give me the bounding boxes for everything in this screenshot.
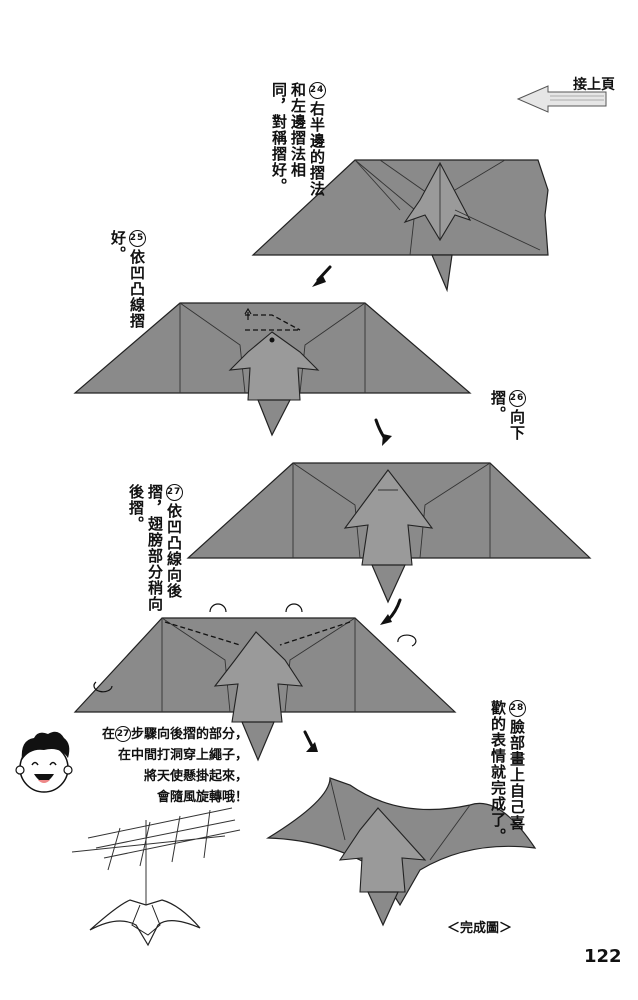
step-24-label: 右半邊的摺法和左邊摺法相同，對稱摺好。: [270, 82, 326, 197]
step-27-label: 依凹凸線向後摺，翅膀部分稍向後摺。: [127, 484, 183, 612]
step-25-diagram: [73, 302, 472, 437]
step-26-diagram: [186, 462, 592, 604]
step-26-number: 26: [508, 390, 526, 407]
finished-model-diagram: [265, 777, 537, 927]
step-26-text: 26向下摺。: [488, 390, 526, 470]
step-25-number: 25: [128, 230, 146, 247]
step-28-label: 臉部畫上自己喜歡的表情就完成了。: [489, 700, 526, 844]
arrow-step-27-to-28-icon: [303, 730, 314, 748]
step-28-text: 28臉部畫上自己喜歡的表情就完成了。: [488, 700, 526, 845]
step-27-diagram: [73, 603, 457, 762]
continued-label: 接上頁: [573, 77, 615, 93]
page-number: 122: [584, 946, 622, 967]
step-28-number: 28: [508, 700, 526, 717]
step-27-text: 27依凹凸線向後摺，翅膀部分稍向後摺。: [126, 484, 183, 614]
step-24-diagram: [251, 159, 549, 293]
tip-line-2: 在中間打洞穿上繩子，: [117, 748, 248, 763]
step-24-text: 24右半邊的摺法和左邊摺法相同，對稱摺好。: [269, 82, 326, 202]
tip-line-4: 會隨風旋轉哦！: [156, 790, 248, 805]
step-27-number: 27: [165, 484, 183, 501]
step-26-label: 向下摺。: [489, 390, 526, 441]
tip-step-number: 27: [114, 726, 131, 742]
finished-caption: ＜完成圖＞: [447, 921, 513, 936]
cartoon-kid-icon: [15, 731, 73, 793]
step-24-number: 24: [308, 82, 326, 99]
continued-arrow-icon: [516, 85, 607, 113]
tip-line-3: 將天使懸掛起來，: [143, 769, 248, 784]
hanging-model-illustration: [71, 807, 241, 947]
step-25-text: 25依凹凸線摺好。: [108, 230, 146, 355]
step-25-label: 依凹凸線摺好。: [109, 230, 146, 329]
arrow-step-26-to-27-icon: [386, 598, 402, 622]
